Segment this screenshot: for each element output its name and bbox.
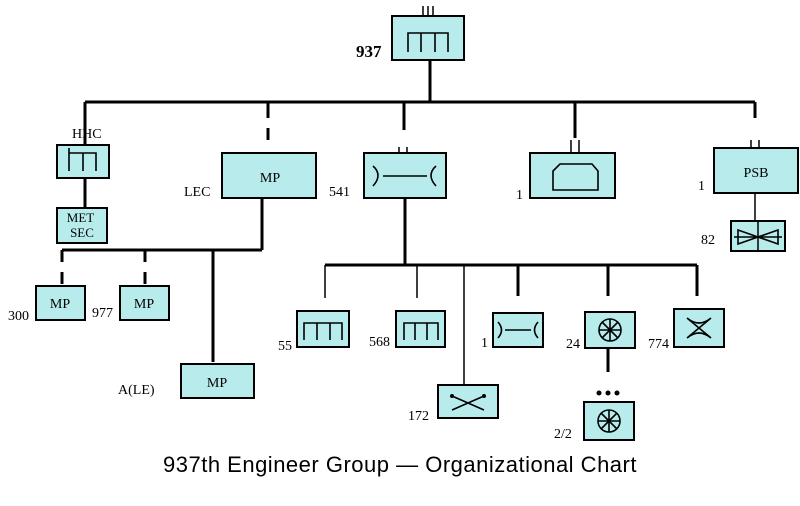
unit-774[interactable]: 774 bbox=[648, 308, 725, 352]
unit-mp-300-label: 300 bbox=[8, 309, 29, 324]
unit-937-hq[interactable]: 937 bbox=[356, 6, 465, 61]
unit-2-2[interactable]: 2/2 bbox=[554, 401, 635, 442]
unit-mp-ale-label: A(LE) bbox=[118, 383, 155, 398]
unit-937-label: 937 bbox=[356, 42, 382, 61]
unit-24[interactable]: 24 bbox=[566, 311, 636, 352]
org-chart-diagram: 937 HHC MET SEC MP LEC 541 1 bbox=[8, 6, 799, 442]
unit-541[interactable]: 541 bbox=[329, 147, 447, 200]
unit-82[interactable]: 82 bbox=[701, 220, 786, 252]
unit-mp-lec[interactable]: MP LEC bbox=[184, 152, 317, 200]
unit-568-label: 568 bbox=[369, 335, 390, 350]
connector-lines bbox=[60, 60, 757, 385]
engineer-castle-icon bbox=[303, 322, 343, 340]
unit-psb[interactable]: PSB 1 bbox=[698, 140, 799, 194]
unit-mp-977-label: 977 bbox=[92, 306, 113, 321]
unit-mp-977-box-text: MP bbox=[134, 297, 154, 312]
dots-separator bbox=[596, 390, 620, 396]
engineer-castle-icon bbox=[407, 32, 449, 52]
unit-774-label: 774 bbox=[648, 337, 669, 352]
unit-psb-label: 1 bbox=[698, 179, 705, 194]
unit-541-label: 541 bbox=[329, 185, 350, 200]
unit-mp-300-box-text: MP bbox=[50, 297, 70, 312]
unit-mp-977[interactable]: MP 977 bbox=[92, 285, 170, 321]
unit-24-label: 24 bbox=[566, 337, 580, 352]
x-icon bbox=[686, 317, 712, 339]
unit-55[interactable]: 55 bbox=[278, 310, 350, 354]
unit-1-bridge-label: 1 bbox=[481, 336, 488, 351]
unit-met-sec[interactable]: MET SEC bbox=[56, 207, 108, 244]
engineer-hq-icon bbox=[68, 148, 97, 171]
engineer-castle-icon bbox=[403, 322, 439, 340]
unit-hhc[interactable]: HHC bbox=[56, 127, 110, 179]
hourglass-icon bbox=[734, 228, 782, 246]
unit-mp-lec-box-text: MP bbox=[260, 171, 280, 186]
unit-55-label: 55 bbox=[278, 339, 292, 354]
wheel-icon bbox=[598, 318, 622, 342]
wheel-icon bbox=[597, 409, 621, 433]
crossed-icon bbox=[451, 395, 485, 411]
unit-mp-lec-label: LEC bbox=[184, 185, 210, 200]
unit-82-label: 82 bbox=[701, 233, 715, 248]
bridge-icon bbox=[497, 321, 539, 339]
unit-mp-300[interactable]: MP 300 bbox=[8, 285, 86, 324]
unit-1-bridge[interactable]: 1 bbox=[481, 312, 544, 351]
unit-met-sec-label: MET SEC bbox=[67, 210, 97, 240]
unit-172-label: 172 bbox=[408, 409, 429, 424]
unit-2-2-label: 2/2 bbox=[554, 427, 572, 442]
unit-hhc-label: HHC bbox=[72, 127, 102, 142]
bridge-icon bbox=[372, 165, 437, 187]
unit-mp-ale-box-text: MP bbox=[207, 376, 227, 391]
unit-1-support[interactable]: 1 bbox=[516, 140, 616, 203]
unit-568[interactable]: 568 bbox=[369, 310, 446, 350]
unit-mp-ale[interactable]: MP A(LE) bbox=[118, 363, 255, 399]
unit-172[interactable]: 172 bbox=[408, 384, 499, 424]
chart-title: 937th Engineer Group — Organizational Ch… bbox=[163, 452, 637, 477]
unit-1-support-label: 1 bbox=[516, 188, 523, 203]
unit-psb-box-text: PSB bbox=[744, 166, 769, 181]
support-icon bbox=[552, 163, 599, 191]
